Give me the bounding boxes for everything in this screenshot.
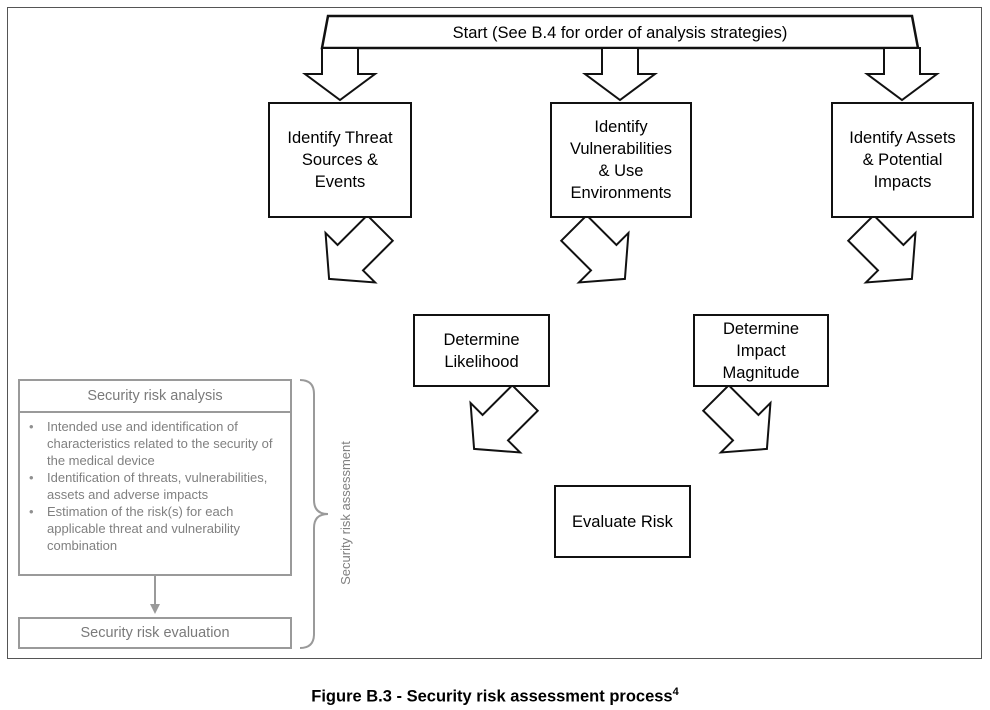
figure-caption: Figure B.3 - Security risk assessment pr…: [0, 686, 990, 707]
determine-likelihood-box: Determine Likelihood: [413, 314, 550, 387]
identify-threats-box: Identify Threat Sources & Events: [268, 102, 412, 218]
caption-footnote: 4: [672, 686, 679, 698]
legend-connector-arrowhead: [150, 604, 160, 614]
arrow-assets-to-impact: [846, 213, 917, 284]
figure-frame: [7, 7, 982, 659]
arrow-threats-to-likelihood: [324, 213, 395, 284]
arrow-start-to-assets: [863, 47, 941, 102]
security-risk-analysis-title: Security risk analysis: [20, 381, 290, 413]
assessment-brace: [299, 379, 329, 649]
identify-assets-box: Identify Assets & Potential Impacts: [831, 102, 974, 218]
security-risk-analysis-box: Security risk analysis Intended use and …: [18, 379, 292, 576]
list-item: Intended use and identification of chara…: [20, 418, 290, 469]
identify-vulnerabilities-box: Identify Vulnerabilities & Use Environme…: [550, 102, 692, 218]
security-risk-analysis-list: Intended use and identification of chara…: [20, 418, 290, 554]
arrow-vulnerabilities-to-likelihood: [559, 213, 630, 284]
caption-text: Figure B.3 - Security risk assessment pr…: [311, 687, 673, 706]
list-item: Identification of threats, vulnerabiliti…: [20, 469, 290, 503]
determine-impact-box: Determine Impact Magnitude: [693, 314, 829, 387]
evaluate-risk-box: Evaluate Risk: [554, 485, 691, 558]
list-item: Estimation of the risk(s) for each appli…: [20, 503, 290, 554]
arrow-start-to-threats: [301, 47, 379, 102]
arrow-likelihood-to-evaluate: [469, 383, 540, 454]
arrow-start-to-vulnerabilities: [581, 47, 659, 102]
start-label: Start (See B.4 for order of analysis str…: [452, 24, 788, 42]
security-risk-assessment-label: Security risk assessment: [338, 441, 353, 585]
arrow-impact-to-evaluate: [701, 383, 772, 454]
security-risk-evaluation-box: Security risk evaluation: [18, 617, 292, 649]
security-risk-evaluation-title: Security risk evaluation: [80, 625, 230, 641]
